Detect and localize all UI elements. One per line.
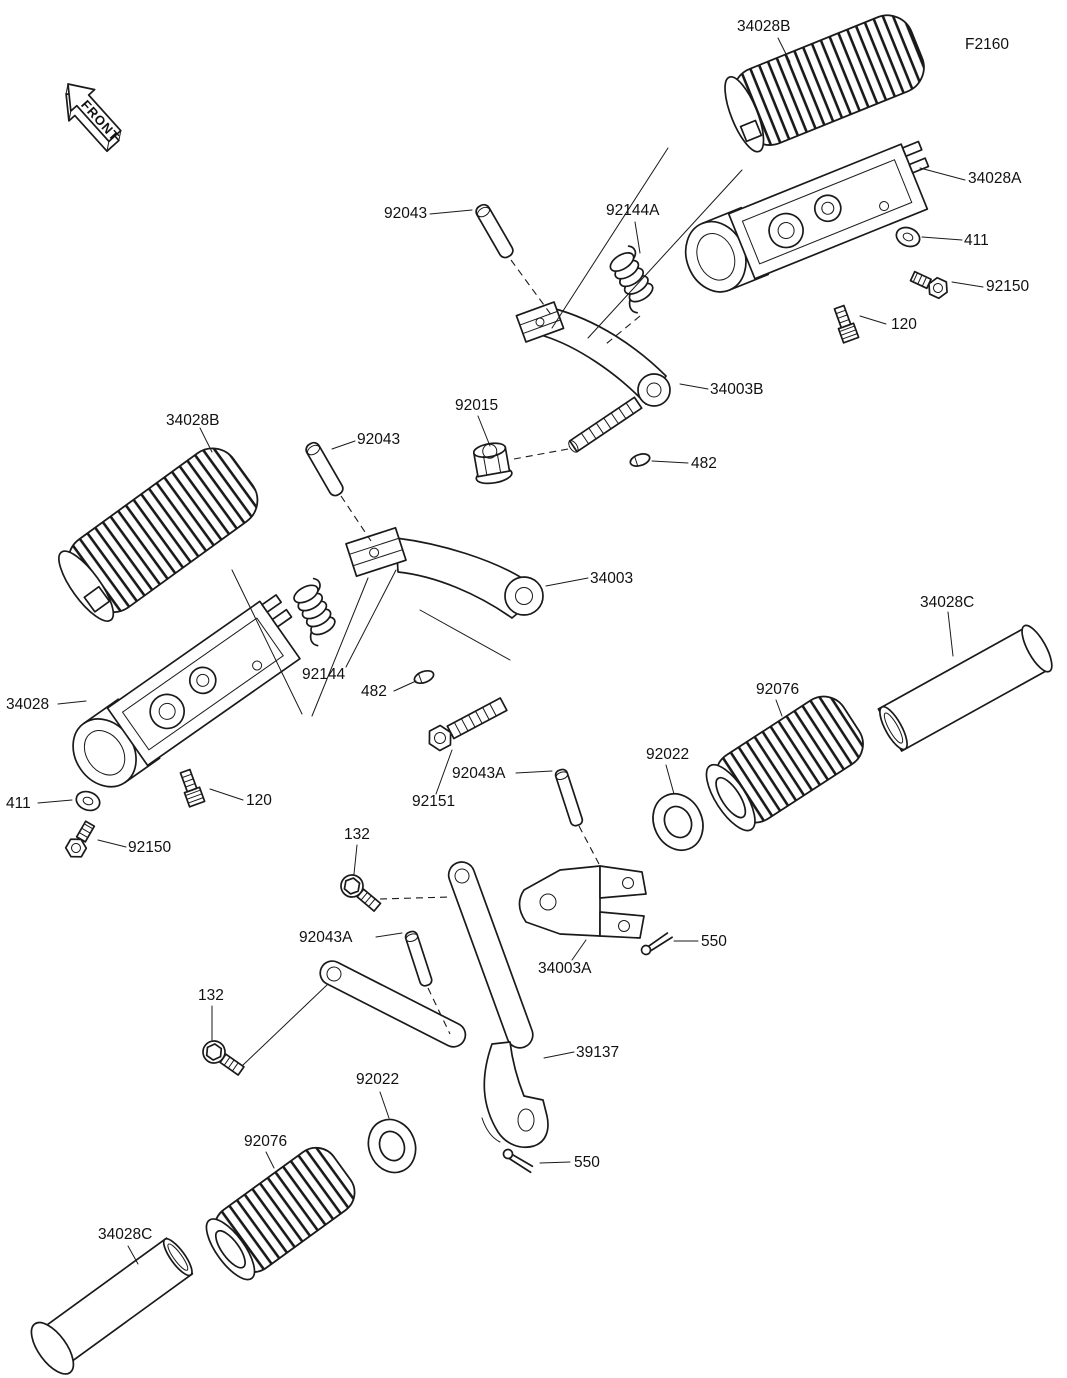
- part-label-92151: 92151: [412, 793, 455, 810]
- part-label-92043-left: 92043: [357, 431, 400, 448]
- part-label-92150-left: 92150: [128, 839, 171, 856]
- part-label-34028: 34028: [6, 696, 49, 713]
- part-label-132-top: 132: [344, 826, 370, 843]
- rear-bracket-drawing: [319, 861, 549, 1149]
- clevis-pin-upper-drawing: [554, 768, 584, 827]
- footpeg-bracket-left-drawing: [59, 589, 316, 800]
- pivot-bolt-drawing: [428, 697, 508, 752]
- rear-footpeg-rubber-bottom-drawing: [205, 1146, 356, 1281]
- part-label-482-left: 482: [361, 683, 387, 700]
- flange-bolt-upper-drawing: [340, 874, 382, 912]
- part-label-120-top: 120: [891, 316, 917, 333]
- footpeg-arm-top-drawing: [515, 301, 671, 453]
- part-label-120-left: 120: [246, 792, 272, 809]
- flange-bolt-lower-drawing: [202, 1040, 245, 1076]
- part-label-92022-bottom: 92022: [356, 1071, 399, 1088]
- washer-left-drawing: [75, 790, 101, 812]
- part-label-92015: 92015: [455, 397, 498, 414]
- part-label-482-top: 482: [691, 455, 717, 472]
- part-label-92076-right: 92076: [756, 681, 799, 698]
- part-label-411-top: 411: [964, 232, 989, 249]
- part-label-34028c-right: 34028C: [920, 594, 974, 611]
- clip-top-drawing: [629, 453, 651, 467]
- return-spring-left-drawing: [293, 577, 336, 647]
- assembly-guide-lines: [231, 147, 743, 1067]
- part-label-34028a: 34028A: [968, 170, 1022, 187]
- part-label-34028c-bottom: 34028C: [98, 1226, 152, 1243]
- washer-top-drawing: [895, 226, 921, 248]
- footpeg-arm-left-drawing: [345, 526, 544, 619]
- part-label-34003b: 34003B: [710, 381, 763, 398]
- rear-footpeg-tube-bottom-drawing: [30, 1237, 194, 1375]
- part-labels: 34028B F2160 92043 92144A 34028A 411 921…: [6, 18, 1029, 1243]
- part-label-92043-top: 92043: [384, 205, 427, 222]
- clevis-pin-lower-drawing: [404, 930, 433, 987]
- nut-drawing: [472, 442, 513, 485]
- rear-footpeg-rubber-right-drawing: [705, 695, 864, 832]
- pivot-pin-top-drawing: [475, 203, 514, 259]
- part-label-34003: 34003: [590, 570, 633, 587]
- part-label-92043a-top: 92043A: [452, 765, 506, 782]
- return-spring-top-drawing: [609, 245, 654, 314]
- front-direction-arrow: FRONT: [65, 83, 123, 153]
- part-label-34003a: 34003A: [538, 960, 592, 977]
- part-label-34028b-left: 34028B: [166, 412, 219, 429]
- cotter-pin-bottom-drawing: [502, 1148, 534, 1174]
- screw-top-drawing: [833, 304, 860, 344]
- leader-lines: [37, 37, 984, 1265]
- figure-code: F2160: [965, 36, 1009, 53]
- clip-left-drawing: [413, 669, 435, 685]
- part-label-132-bottom: 132: [198, 987, 224, 1004]
- footpeg-bracket-top-drawing: [674, 135, 945, 302]
- bolt-top-drawing: [909, 270, 948, 300]
- part-label-92150-top: 92150: [986, 278, 1029, 295]
- part-label-92043a-bottom: 92043A: [299, 929, 353, 946]
- screw-left-drawing: [179, 768, 206, 808]
- part-label-550-bottom: 550: [574, 1154, 600, 1171]
- rear-footpeg-tube-right-drawing: [877, 624, 1053, 752]
- pivot-pin-left-drawing: [305, 441, 344, 497]
- rear-arm-clevis-drawing: [518, 865, 647, 939]
- footpeg-rubber-left-drawing: [58, 447, 259, 622]
- part-label-92144: 92144: [302, 666, 345, 683]
- part-label-34028b-top: 34028B: [737, 18, 790, 35]
- part-label-92022-right: 92022: [646, 746, 689, 763]
- cotter-pin-right-drawing: [640, 932, 673, 956]
- rear-washer-right-drawing: [652, 792, 704, 852]
- rear-washer-bottom-drawing: [367, 1118, 417, 1174]
- part-label-39137: 39137: [576, 1044, 619, 1061]
- part-label-411-left: 411: [6, 795, 31, 812]
- footpeg-rubber-top-drawing: [724, 14, 925, 153]
- part-label-92144a: 92144A: [606, 202, 660, 219]
- part-label-550-right: 550: [701, 933, 727, 950]
- part-label-92076-bottom: 92076: [244, 1133, 287, 1150]
- bolt-left-drawing: [64, 820, 96, 858]
